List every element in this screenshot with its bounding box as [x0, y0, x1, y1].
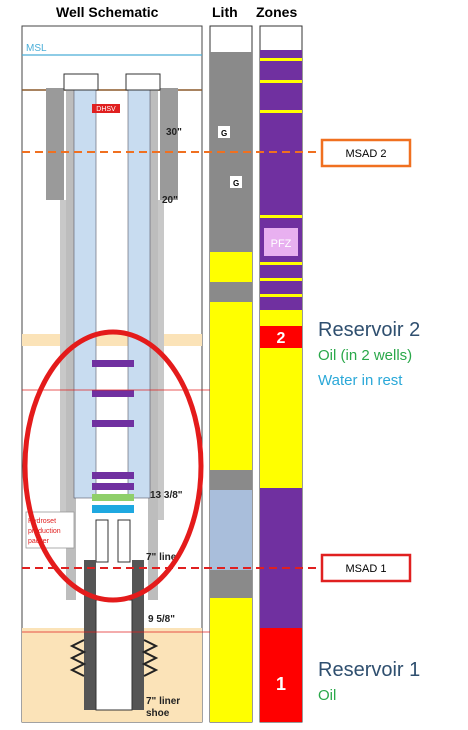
wellhead-left	[63, 73, 99, 91]
lith-header: Lith	[212, 4, 238, 20]
reservoir-2-oil: Oil (in 2 wells)	[318, 347, 412, 364]
packer-1	[92, 360, 134, 367]
zone-1-label: 1	[276, 674, 286, 694]
blue-element	[92, 505, 134, 513]
zone-stripe	[260, 278, 302, 281]
lith-sand-1	[210, 252, 252, 282]
zone-stripe	[260, 110, 302, 113]
zone-yellow	[260, 348, 302, 488]
msad1-box	[320, 553, 412, 583]
msad1-label: MSAD 1	[346, 563, 387, 575]
lith-column: G G	[209, 25, 253, 723]
reservoir-1-title: Reservoir 1	[318, 659, 420, 681]
zones-header: Zones	[256, 4, 297, 20]
zone-pfz	[264, 228, 298, 256]
lith-shale-3	[210, 470, 252, 490]
zone-2-red	[260, 326, 302, 348]
reservoir-1-oil: Oil	[318, 687, 336, 704]
lith-sand-3	[210, 598, 252, 722]
tubing-left	[73, 87, 97, 499]
dhsv-label: DHSV	[96, 106, 116, 113]
zone-stripe	[260, 80, 302, 83]
highlight-ellipse	[22, 329, 204, 603]
dhsv-box	[92, 104, 120, 113]
zone-yellow-thin	[260, 310, 302, 326]
schematic-header: Well Schematic	[56, 4, 159, 20]
lith-g1: G	[221, 129, 227, 138]
casing-958-right	[132, 560, 144, 710]
msad2-label: MSAD 2	[346, 148, 387, 160]
zone-stripe	[260, 58, 302, 61]
zones-column: PFZ 2 1	[259, 25, 303, 723]
tubing-right	[127, 87, 151, 499]
lith-shale-4	[210, 570, 252, 598]
casing-1338-label: 13 3/8"	[150, 490, 183, 501]
perforations-right	[141, 639, 159, 677]
packer-2	[92, 390, 134, 397]
zone-purple-upper	[260, 50, 302, 310]
packer-4	[92, 472, 134, 479]
zone-stripe	[260, 262, 302, 265]
lith-g2-box	[230, 176, 242, 188]
packer-3	[92, 420, 134, 427]
wellhead-right	[125, 73, 161, 91]
zone-purple-lower	[260, 488, 302, 628]
liner-shoe-label-a: 7" liner	[146, 696, 180, 707]
zone-pfz-label: PFZ	[271, 238, 292, 250]
zone-1-red	[260, 628, 302, 722]
zone-stripe	[260, 294, 302, 297]
casing-30-right	[160, 88, 178, 200]
lith-g1-box	[218, 126, 230, 138]
casing-958-left	[84, 560, 96, 710]
casing-30-left	[46, 88, 64, 200]
schematic-panel: MSL DHSV	[21, 25, 203, 723]
perforations-left	[69, 639, 87, 677]
casing-1338-left	[66, 90, 76, 600]
liner-7-lower	[95, 599, 133, 711]
zone-2-label: 2	[277, 330, 286, 347]
reservoir-2-sand-band	[22, 334, 202, 346]
reservoir-2-water: Water in rest	[318, 372, 403, 389]
green-element	[92, 494, 134, 501]
zone-stripe	[260, 215, 302, 218]
liner-right	[117, 519, 131, 563]
casing-30-label: 30"	[166, 127, 182, 138]
msad2-box	[320, 138, 412, 168]
lith-shale-2	[210, 282, 252, 302]
msl-label: MSL	[26, 43, 47, 54]
packer-note-line1: Hydroset	[28, 518, 56, 525]
reservoir-2-title: Reservoir 2	[318, 319, 420, 341]
liner-shoe-label-b: shoe	[146, 708, 170, 719]
packer-note-line2: production	[28, 528, 61, 535]
lith-g2: G	[233, 179, 239, 188]
liner-left	[95, 519, 109, 563]
packer-5	[92, 483, 134, 490]
liner-7-label-a: 7" liner	[146, 552, 180, 563]
lith-sand-2	[210, 302, 252, 470]
lith-limestone	[210, 490, 252, 570]
casing-20-label: 20"	[162, 195, 178, 206]
casing-958-label: 9 5/8"	[148, 614, 175, 625]
